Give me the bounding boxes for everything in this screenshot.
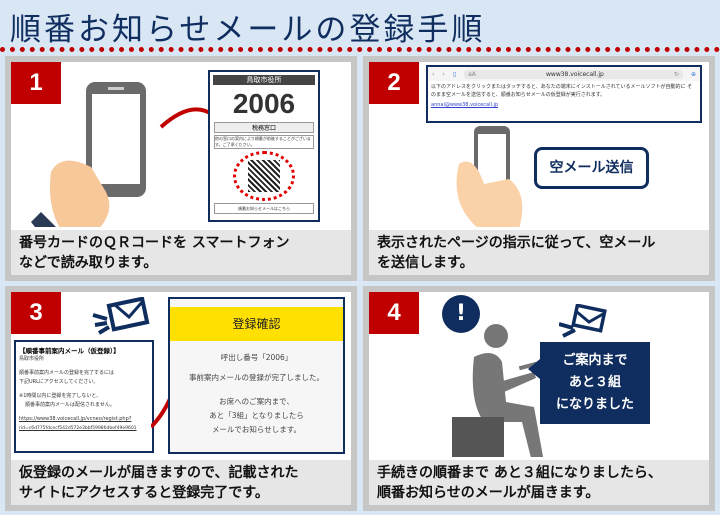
card-footer: 順番お知らせメールはこちら — [214, 203, 314, 214]
number-card: 鳥取市役所 2006 税務窓口 他の窓口の案内により順番が前後することがございま… — [208, 70, 320, 222]
forward-icon[interactable]: › — [442, 70, 445, 78]
step-3-panel: 3 【順番事前案内メール（仮登録）】 鳥取市役所 順番事前案内メールの登録を完了… — [5, 286, 357, 511]
url-text: www38.voicecall.jp — [546, 70, 604, 78]
qr-highlight — [233, 151, 295, 201]
hand-phone-icon — [456, 126, 523, 229]
step-4-panel: 4 ! ご案内まで あと３組 になりました 手続きの順番まで あと３組になりまし… — [363, 286, 715, 511]
empty-mail-bubble: 空メール送信 — [534, 147, 649, 189]
mail-subject: 【順番事前案内メール（仮登録）】 — [19, 347, 120, 355]
step-number: 4 — [369, 292, 419, 334]
confirm-text: あと「3組」となりましたら — [209, 411, 304, 420]
step-caption: 仮登録のメールが届きますので、記載されたサイトにアクセスすると登録完了です。 — [11, 457, 351, 505]
step-number: 3 — [11, 292, 61, 334]
mail-sender: 鳥取市役所 — [19, 356, 45, 362]
registration-link[interactable]: rid=c6d775fdcecf542d572e3bbf59986dbef49e… — [19, 426, 137, 431]
book-icon[interactable]: ▯ — [452, 70, 457, 78]
caption-line: 番号カードのＱＲコードを スマートフォン — [19, 235, 290, 251]
card-header: 鳥取市役所 — [213, 75, 315, 85]
download-icon[interactable]: ⊕ — [690, 70, 696, 78]
alert-bubble-icon: ! — [442, 295, 480, 333]
registration-link[interactable]: https://www38.voicecall.jp/vcneo/regist.… — [19, 416, 132, 422]
qr-code-icon[interactable] — [248, 160, 280, 192]
registration-confirm-page: 登録確認 呼出し番号「2006」 事前案内メールの登録が完了しました。 お席への… — [168, 297, 345, 454]
confirm-text: 事前案内メールの登録が完了しました。 — [189, 373, 324, 382]
mail-note: 順番事前案内メールは配信されません。 — [25, 402, 115, 408]
confirm-text: お席へのご案内まで、 — [219, 397, 294, 406]
caption-line: を送信します。 — [377, 255, 474, 271]
caption-line: 手続きの順番まで あと３組になりましたら、 — [377, 465, 662, 481]
mail-body: 順番事前案内メールの登録を完了するには — [19, 370, 115, 376]
mail-body: 下記URLにアクセスしてください。 — [19, 379, 99, 385]
caption-line: 順番お知らせのメールが届きます。 — [377, 485, 600, 501]
step-number: 2 — [369, 62, 419, 104]
card-note: 他の窓口の案内により順番が前後することがございます。ご了承ください。 — [214, 135, 314, 149]
caption-line: 表示されたページの指示に従って、空メール — [377, 235, 656, 251]
seated-person-icon — [452, 324, 544, 462]
bubble-text: ご案内まで — [562, 353, 628, 368]
confirm-text: メールでお知らせします。 — [211, 425, 302, 434]
envelope-icon — [559, 304, 607, 338]
address-bar[interactable]: aA www38.voicecall.jp ↻ — [464, 69, 683, 79]
remaining-groups-bubble: ご案内まで あと３組 になりました — [540, 342, 650, 424]
email-link[interactable]: annai@www38.voicecall.jp — [431, 102, 499, 108]
font-size-label: aA — [468, 70, 476, 78]
mail-note: ※1時間以内に登録を完了しないと、 — [19, 393, 102, 399]
step-2-panel: 2 ‹ › ▯ aA www38.voicecall.jp ↻ ⊕ 以下のアドレスをクリ… — [363, 56, 715, 281]
window-name: 税務窓口 — [214, 122, 314, 133]
call-number: 2006 — [232, 88, 296, 119]
hand-phone-scan-icon — [31, 82, 221, 242]
step-caption: 番号カードのＱＲコードを スマートフォンなどで読み取ります。 — [11, 227, 351, 275]
envelope-icon — [92, 297, 150, 335]
bubble-text: になりました — [555, 397, 634, 412]
step-1-panel: 1 鳥取市役所 2006 税務窓口 他の窓口の案内により順番が前後することがござ… — [5, 56, 357, 281]
step-number: 1 — [11, 62, 61, 104]
caption-line: 仮登録のメールが届きますので、記載された — [19, 465, 299, 481]
step-caption: 手続きの順番まで あと３組になりましたら、順番お知らせのメールが届きます。 — [369, 457, 709, 505]
back-icon[interactable]: ‹ — [432, 70, 435, 78]
page-title: 順番お知らせメールの登録手順 — [10, 12, 486, 48]
provisional-mail: 【順番事前案内メール（仮登録）】 鳥取市役所 順番事前案内メールの登録を完了する… — [14, 340, 154, 453]
reload-icon[interactable]: ↻ — [673, 70, 679, 78]
browser-window: ‹ › ▯ aA www38.voicecall.jp ↻ ⊕ 以下のアドレスをクリック… — [426, 65, 702, 123]
caption-line: などで読み取ります。 — [19, 255, 158, 271]
dotted-divider — [0, 47, 720, 52]
step-caption: 表示されたページの指示に従って、空メールを送信します。 — [369, 227, 709, 275]
instruction-text: 以下のアドレスをクリックまたはタッチすると、あなたの端末にインストールされている… — [431, 84, 693, 98]
confirm-header: 登録確認 — [170, 307, 343, 341]
bubble-tail — [528, 359, 540, 379]
bubble-text: あと３組 — [568, 375, 621, 390]
confirm-text: 呼出し番号「2006」 — [220, 353, 293, 362]
caption-line: サイトにアクセスすると登録完了です。 — [19, 485, 269, 501]
